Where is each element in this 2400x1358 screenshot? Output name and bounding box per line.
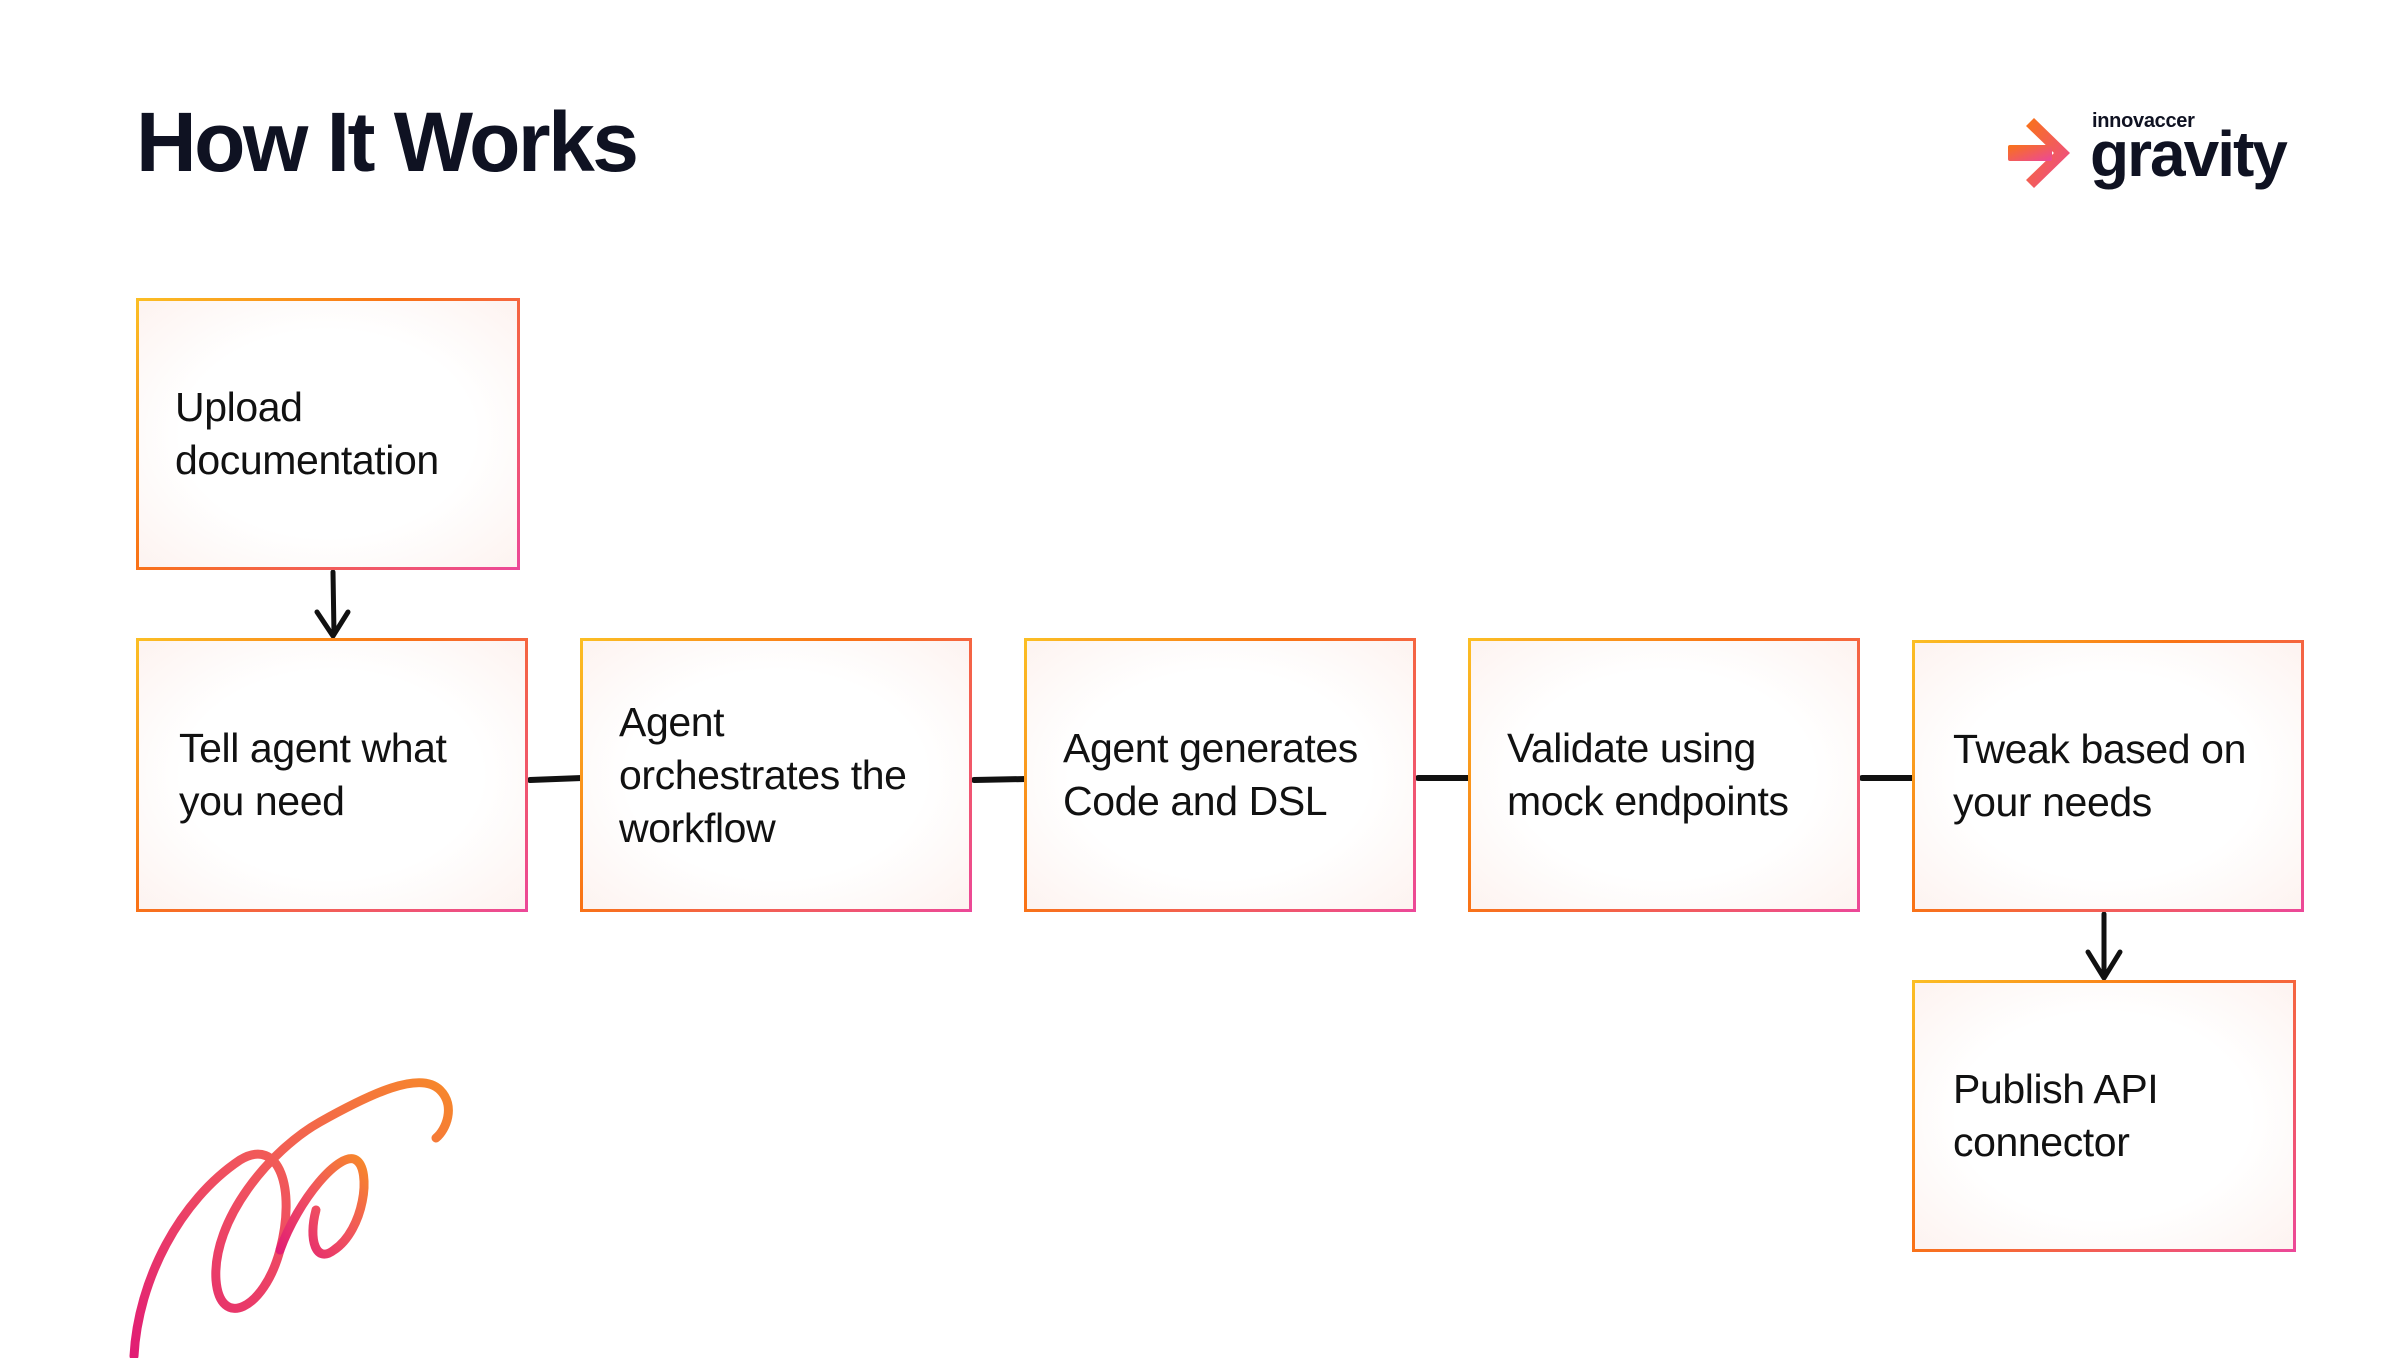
connector-upload-to-tell: [314, 569, 351, 639]
brand-small-text: innovaccer: [2092, 110, 2195, 132]
connector-orchestrate-to-generate: [971, 776, 1029, 783]
step-publish: Publish API connector: [1912, 980, 2296, 1252]
step-agent-generates: Agent generates Code and DSL: [1024, 638, 1416, 912]
step-validate: Validate using mock endpoints: [1468, 638, 1860, 912]
step-label: Tell agent what you need: [179, 725, 447, 824]
step-label: Tweak based on your needs: [1953, 726, 2246, 825]
connector-tell-to-orchestrate: [527, 775, 585, 783]
step-upload-documentation: Upload documentation: [136, 298, 520, 570]
brand-big-text: gravity: [2090, 118, 2288, 190]
arrow-mark-icon: [2008, 118, 2070, 188]
step-tell-agent: Tell agent what you need: [136, 638, 528, 912]
decorative-swirl: [129, 1078, 453, 1358]
step-agent-orchestrates: Agent orchestrates the workflow: [580, 638, 972, 912]
step-label: Publish API connector: [1953, 1066, 2159, 1165]
step-label: Upload documentation: [175, 384, 439, 483]
step-label: Agent orchestrates the workflow: [619, 698, 907, 851]
page-title: How It Works: [136, 95, 639, 189]
step-label: Validate using mock endpoints: [1507, 725, 1789, 824]
brand-logo: innovaccer gravity: [2006, 108, 2306, 200]
step-tweak: Tweak based on your needs: [1912, 640, 2304, 912]
step-label: Agent generates Code and DSL: [1063, 725, 1358, 824]
connector-tweak-to-publish: [2085, 911, 2123, 981]
